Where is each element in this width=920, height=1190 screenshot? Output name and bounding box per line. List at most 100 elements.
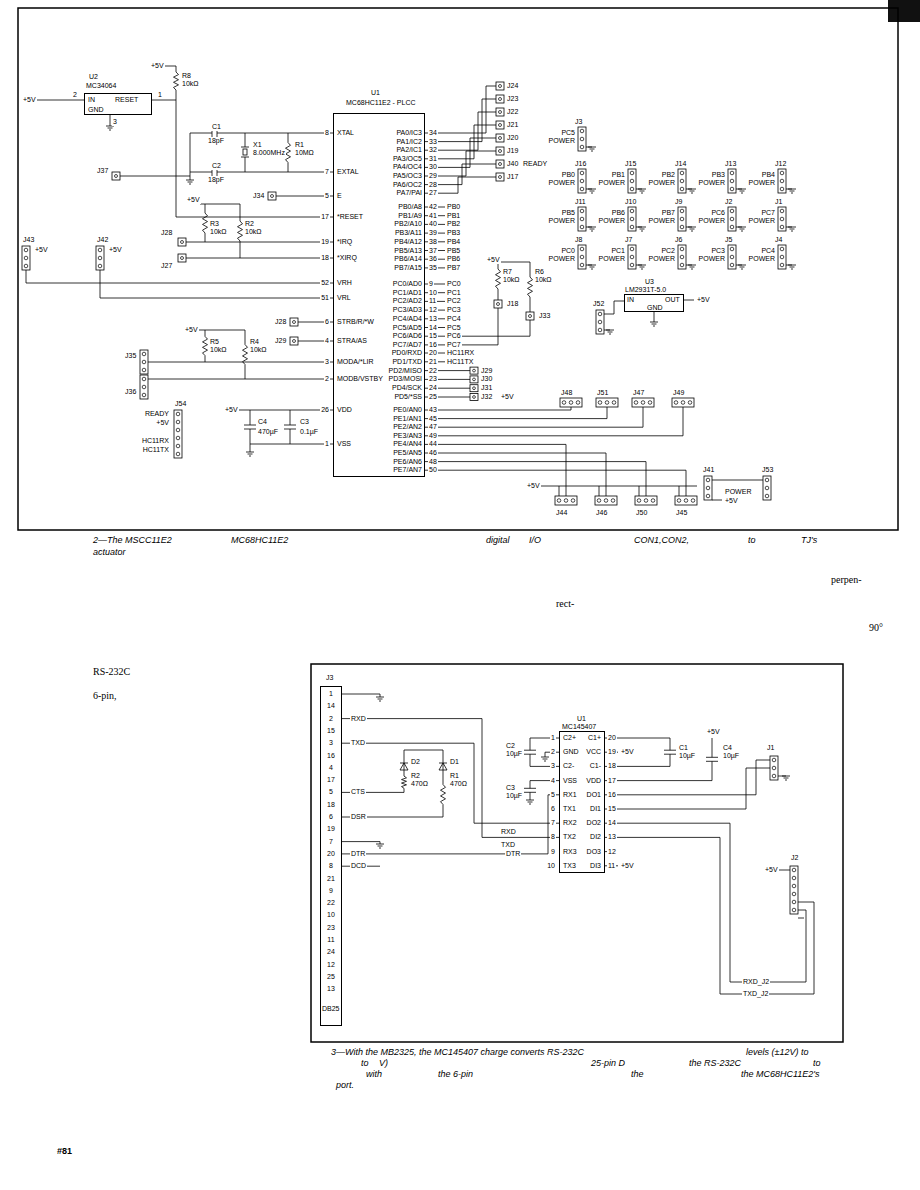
label-text: PA1/IC2: [395, 138, 423, 146]
label-text: PB3/A11: [394, 229, 423, 237]
header-symbol: [770, 756, 778, 780]
wire: [462, 320, 530, 336]
label-text: R5: [209, 338, 220, 346]
label-text: J46: [595, 509, 608, 517]
label-text: R2: [244, 220, 255, 228]
pin-symbol: [605, 401, 609, 405]
wire: [443, 805, 444, 818]
pin-symbol: [677, 499, 681, 503]
label-text: J18: [506, 300, 519, 308]
page-number: #81: [56, 1146, 73, 1156]
label-text: J13: [724, 160, 737, 168]
label-text: DSR: [350, 813, 367, 821]
label-text: 51: [320, 294, 330, 302]
wire: [790, 191, 795, 192]
label-text: POWER: [698, 217, 726, 225]
pin-symbol: [580, 137, 584, 141]
wire: [641, 193, 643, 194]
pin-symbol: [680, 225, 684, 229]
wire: [342, 841, 380, 842]
pin-symbol: [765, 486, 769, 490]
label-text: J50: [635, 509, 648, 517]
label-text: PB6: [446, 255, 461, 263]
label-text: 11: [326, 936, 335, 944]
pin-symbol: [630, 187, 634, 191]
pin-symbol: [271, 195, 274, 198]
pin-symbol: [176, 428, 180, 432]
label-text: MODA/*LIR: [336, 358, 375, 366]
wire: [738, 189, 746, 190]
label-text: J44: [555, 509, 568, 517]
pin-symbol: [176, 452, 180, 456]
wire: [654, 312, 655, 322]
label-text: J49: [672, 389, 685, 397]
label-text: 10kΩ: [502, 276, 521, 284]
label-text: PB2: [446, 220, 461, 228]
wire: [530, 781, 531, 789]
wire: [544, 761, 546, 762]
resistor-symbol: [203, 336, 208, 355]
label-text: R7: [502, 268, 513, 276]
label-text: J23: [506, 95, 519, 103]
label-text: PB3: [446, 229, 461, 237]
wire: [241, 147, 249, 148]
wire: [425, 86, 496, 133]
label-text: +5V: [526, 482, 541, 490]
pin-symbol: [499, 150, 502, 153]
pin-symbol: [499, 176, 502, 179]
wire: [530, 738, 531, 750]
wire: [250, 429, 251, 444]
pin-symbol: [604, 499, 608, 503]
wire: [640, 229, 645, 230]
label-text: 10µF: [678, 752, 696, 760]
wire: [782, 776, 790, 777]
label-text: PC7: [760, 209, 776, 217]
pin-symbol: [580, 209, 584, 213]
wire: [543, 759, 548, 760]
caption-text: I/O: [528, 535, 542, 545]
caption-text: the MC68HC11E2's: [740, 1069, 821, 1079]
pin-symbol: [730, 225, 734, 229]
pin-symbol: [597, 499, 601, 503]
pin-symbol: [499, 98, 502, 101]
wire: [217, 133, 333, 134]
wire: [26, 270, 27, 283]
wire: [284, 425, 296, 426]
wire: [688, 227, 696, 228]
pin-symbol: [780, 255, 784, 259]
wire: [376, 697, 384, 698]
header-symbol: [174, 410, 182, 458]
wire: [245, 133, 246, 147]
label-text: 25: [326, 973, 336, 981]
wire: [288, 133, 289, 143]
pin-symbol: [792, 908, 796, 912]
header-symbol: [678, 169, 686, 193]
pin-symbol: [651, 499, 655, 503]
wire: [778, 870, 790, 871]
label-text: 470Ω: [410, 780, 429, 788]
pin-symbol: [792, 876, 796, 880]
label-text: +5V: [620, 748, 635, 756]
pin-symbol: [557, 499, 561, 503]
wire: [605, 837, 814, 994]
wire: [640, 267, 645, 268]
label-text: 10MΩ: [294, 149, 315, 157]
label-text: PB4/A12: [393, 238, 423, 246]
pin-symbol: [24, 256, 28, 260]
resistor-symbol: [243, 345, 248, 365]
pin-symbol: [98, 248, 102, 252]
jumper-symbol: [496, 95, 504, 103]
wire: [205, 233, 206, 242]
label-text: 2: [328, 715, 334, 723]
wire: [425, 407, 571, 410]
wire: [186, 242, 333, 243]
wire: [425, 112, 496, 150]
wire: [784, 778, 789, 779]
pin-symbol: [499, 163, 502, 166]
label-text: POWER: [598, 179, 626, 187]
wire: [738, 265, 746, 266]
wire: [688, 265, 696, 266]
label-text: R1: [449, 772, 460, 780]
pin-symbol: [499, 111, 502, 114]
label-text: J22: [506, 108, 519, 116]
